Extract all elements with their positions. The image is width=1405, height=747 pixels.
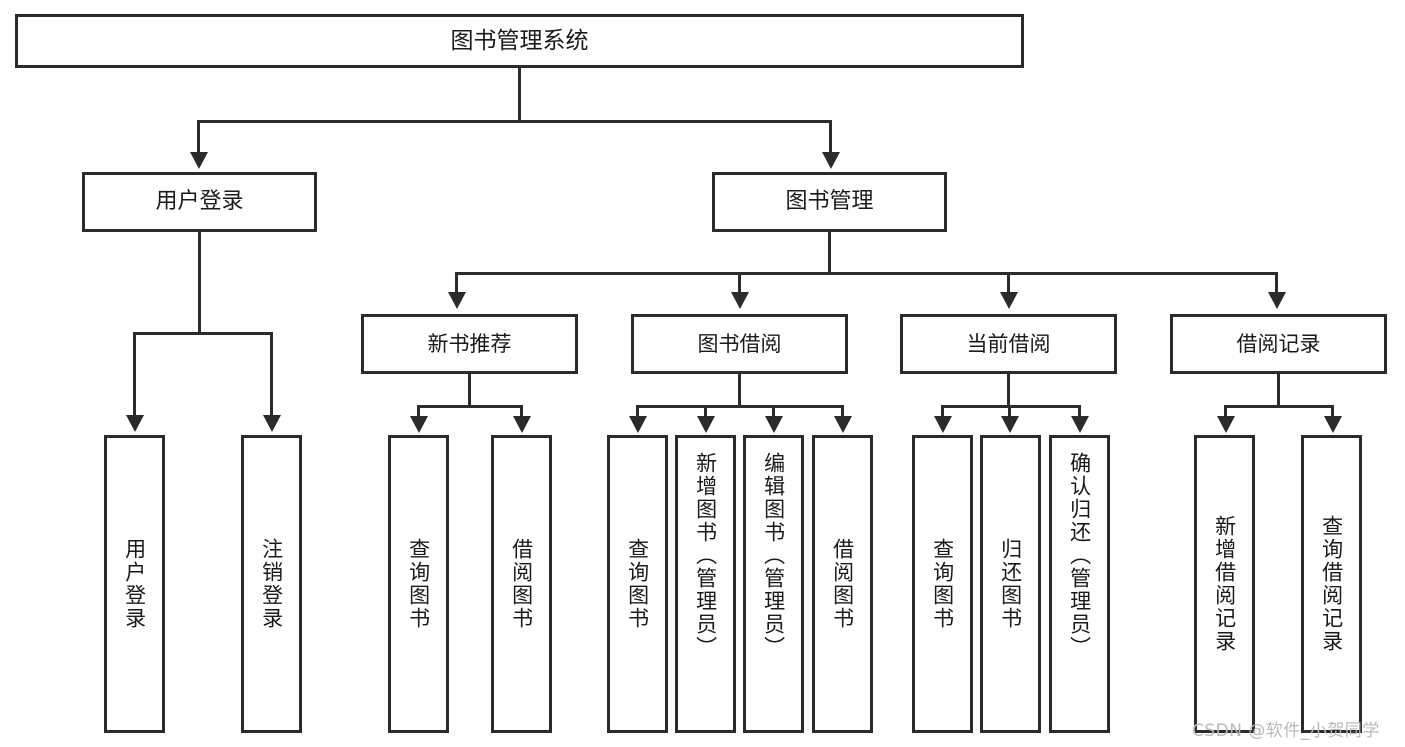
connector-root-stem: [518, 68, 521, 122]
leaf-user-login[interactable]: 用户登录: [104, 435, 165, 733]
node-current-borrow[interactable]: 当前借阅: [900, 314, 1117, 374]
arrow-root-to-book-management: [822, 152, 840, 169]
connector-root-bar: [197, 120, 832, 123]
connector-bb-drop-1: [636, 405, 639, 417]
connector-br-stem: [1277, 374, 1280, 408]
connector-root-drop-1: [197, 120, 200, 153]
node-label: 图书管理: [785, 189, 874, 215]
connector-bb-drop-3: [772, 405, 775, 417]
node-label: 确认归还（管理员）: [1067, 452, 1092, 659]
node-new-book-recommend[interactable]: 新书推荐: [361, 314, 578, 374]
connector-bb-bar: [636, 405, 844, 408]
node-label: 注销登录: [259, 538, 284, 630]
connector-root-drop-2: [829, 120, 832, 153]
connector-br-drop-1: [1224, 405, 1227, 417]
leaf-bb-add-book[interactable]: 新增图书（管理员）: [675, 435, 736, 733]
connector-cb-drop-3: [1078, 405, 1081, 417]
node-label: 当前借阅: [966, 331, 1051, 356]
connector-bb-stem: [738, 374, 741, 408]
connector-nbr-bar: [417, 405, 523, 408]
csdn-watermark: CSDN @软件_小贺同学: [1192, 721, 1380, 741]
connector-bm-drop-1: [455, 272, 458, 293]
connector-br-bar: [1224, 405, 1334, 408]
connector-user-login-bar: [133, 332, 273, 335]
node-label: 新书推荐: [427, 331, 512, 356]
arrow-bb-to-add-book: [697, 416, 715, 433]
node-label: 查询图书: [930, 538, 955, 630]
node-label: 图书管理系统: [450, 27, 589, 54]
arrow-bm-to-new-book-recommend: [448, 292, 466, 309]
node-user-login[interactable]: 用户登录: [82, 172, 317, 232]
leaf-nbr-borrow-book[interactable]: 借阅图书: [491, 435, 552, 733]
node-label: 归还图书: [998, 538, 1023, 630]
node-label: 查询借阅记录: [1319, 515, 1344, 653]
node-book-management[interactable]: 图书管理: [712, 172, 947, 232]
connector-cb-drop-1: [941, 405, 944, 417]
connector-user-login-drop-1: [133, 332, 136, 416]
connector-bb-drop-4: [841, 405, 844, 417]
connector-book-management-stem: [828, 232, 831, 274]
connector-bb-drop-2: [704, 405, 707, 417]
connector-cb-bar: [941, 405, 1081, 408]
leaf-bb-edit-book[interactable]: 编辑图书（管理员）: [743, 435, 804, 733]
connector-br-drop-2: [1331, 405, 1334, 417]
arrow-nbr-to-query-book: [410, 416, 428, 433]
arrow-root-to-user-login: [190, 152, 208, 169]
node-label: 借阅图书: [830, 538, 855, 630]
arrow-bb-to-borrow-book: [834, 416, 852, 433]
node-label: 查询图书: [625, 538, 650, 630]
arrow-user-login-to-login: [126, 415, 144, 432]
arrow-user-login-to-logout: [263, 415, 281, 432]
arrow-cb-to-confirm-return: [1071, 416, 1089, 433]
connector-nbr-stem: [468, 374, 471, 408]
arrow-bb-to-query-book: [629, 416, 647, 433]
leaf-user-logout[interactable]: 注销登录: [241, 435, 302, 733]
leaf-br-add-record[interactable]: 新增借阅记录: [1194, 435, 1255, 733]
arrow-bm-to-borrow-record: [1268, 292, 1286, 309]
arrow-br-to-add-record: [1217, 416, 1235, 433]
leaf-cb-query-book[interactable]: 查询图书: [912, 435, 973, 733]
arrow-bm-to-book-borrow: [731, 292, 749, 309]
connector-nbr-drop-2: [520, 405, 523, 417]
node-label: 用户登录: [122, 538, 147, 630]
node-label: 新增图书（管理员）: [693, 452, 718, 659]
arrow-br-to-query-record: [1324, 416, 1342, 433]
node-label: 新增借阅记录: [1212, 515, 1237, 653]
connector-user-login-drop-2: [270, 332, 273, 416]
leaf-bb-borrow-book[interactable]: 借阅图书: [812, 435, 873, 733]
node-label: 查询图书: [406, 538, 431, 630]
arrow-bb-to-edit-book: [765, 416, 783, 433]
node-label: 借阅图书: [509, 538, 534, 630]
connector-bm-drop-2: [738, 272, 741, 293]
node-label: 图书借阅: [697, 331, 782, 356]
connector-bm-drop-4: [1275, 272, 1278, 293]
node-label: 编辑图书（管理员）: [761, 452, 786, 659]
arrow-bm-to-current-borrow: [1000, 292, 1018, 309]
arrow-cb-to-return-book: [1001, 416, 1019, 433]
node-label: 用户登录: [155, 189, 244, 215]
leaf-nbr-query-book[interactable]: 查询图书: [388, 435, 449, 733]
node-label: 借阅记录: [1236, 331, 1321, 356]
leaf-cb-confirm-return[interactable]: 确认归还（管理员）: [1049, 435, 1110, 733]
node-book-borrow[interactable]: 图书借阅: [631, 314, 848, 374]
connector-nbr-drop-1: [417, 405, 420, 417]
arrow-cb-to-query-book: [934, 416, 952, 433]
node-borrow-record[interactable]: 借阅记录: [1170, 314, 1387, 374]
connector-cb-stem: [1007, 374, 1010, 408]
connector-bm-drop-3: [1007, 272, 1010, 293]
connector-book-management-bar: [455, 272, 1277, 275]
leaf-bb-query-book[interactable]: 查询图书: [607, 435, 668, 733]
leaf-cb-return-book[interactable]: 归还图书: [980, 435, 1041, 733]
connector-user-login-stem: [198, 232, 201, 334]
leaf-br-query-record[interactable]: 查询借阅记录: [1301, 435, 1362, 733]
connector-cb-drop-2: [1008, 405, 1011, 417]
node-root-book-management-system[interactable]: 图书管理系统: [15, 14, 1024, 68]
arrow-nbr-to-borrow-book: [513, 416, 531, 433]
